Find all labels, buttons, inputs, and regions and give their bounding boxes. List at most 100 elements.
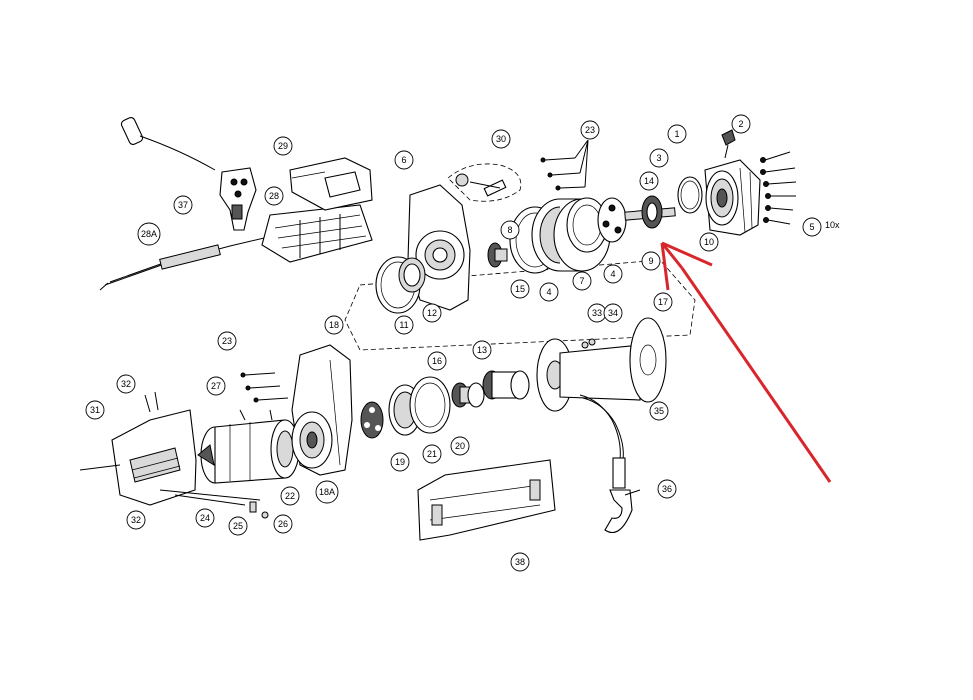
planet-carrier-9 bbox=[597, 197, 627, 243]
callout-number: 1 bbox=[674, 129, 679, 139]
callout-number: 34 bbox=[608, 308, 618, 318]
callout-1: 1 bbox=[667, 124, 687, 144]
callout-number: 28 bbox=[269, 191, 279, 201]
terminal-25 bbox=[249, 501, 257, 513]
planet-carrier-19 bbox=[360, 401, 384, 439]
callout-18: 18 bbox=[324, 315, 344, 335]
callout-7: 7 bbox=[572, 271, 592, 291]
callout-20: 20 bbox=[450, 436, 470, 456]
callout-32: 32 bbox=[116, 374, 136, 394]
callout-number: 9 bbox=[648, 256, 653, 266]
callout-number: 23 bbox=[585, 125, 595, 135]
remote-control-pendant bbox=[120, 117, 257, 231]
callout-3: 3 bbox=[649, 148, 669, 168]
callout-number: 5 bbox=[809, 222, 814, 232]
callout-number: 32 bbox=[121, 379, 131, 389]
callout-number: 36 bbox=[662, 484, 672, 494]
callout-number: 30 bbox=[496, 134, 506, 144]
callout-17: 17 bbox=[653, 292, 673, 312]
callout-number: 17 bbox=[658, 297, 668, 307]
callout-23: 23 bbox=[217, 331, 237, 351]
callout-28a: 28A bbox=[137, 222, 161, 246]
callout-11: 11 bbox=[394, 315, 414, 335]
callout-number: 18 bbox=[329, 320, 339, 330]
motor-end-housing-31 bbox=[79, 409, 261, 506]
callout-4: 4 bbox=[603, 264, 623, 284]
callout-number: 4 bbox=[546, 287, 551, 297]
upper-assembly-outline bbox=[344, 259, 696, 351]
callout-37: 37 bbox=[173, 195, 193, 215]
callout-number: 32 bbox=[131, 515, 141, 525]
callout-number: 3 bbox=[656, 153, 661, 163]
callout-number: 21 bbox=[427, 449, 437, 459]
bolts-23-lower bbox=[239, 372, 289, 421]
callout-number: 19 bbox=[395, 457, 405, 467]
callout-13: 13 bbox=[472, 340, 492, 360]
callout-number: 31 bbox=[90, 405, 100, 415]
callout-number: 15 bbox=[515, 284, 525, 294]
nut-26 bbox=[261, 511, 269, 519]
callout-number: 16 bbox=[432, 356, 442, 366]
callout-number: 12 bbox=[427, 308, 437, 318]
hook-36 bbox=[604, 457, 641, 534]
callout-number: 7 bbox=[579, 276, 584, 286]
gear-housing-18 bbox=[291, 344, 353, 476]
callout-27: 27 bbox=[206, 376, 226, 396]
control-cover-29 bbox=[289, 157, 373, 211]
callout-number: 25 bbox=[233, 521, 243, 531]
callout-15: 15 bbox=[510, 279, 530, 299]
bolts-32 bbox=[144, 391, 159, 413]
callout-5: 5 bbox=[802, 217, 822, 237]
cable-drum-17 bbox=[536, 317, 667, 412]
callout-4: 4 bbox=[539, 282, 559, 302]
solenoid-parts-30 bbox=[447, 163, 522, 202]
callout-number: 24 bbox=[200, 513, 210, 523]
callout-29: 29 bbox=[273, 136, 293, 156]
sun-gear-15 bbox=[487, 242, 508, 268]
callout-19: 19 bbox=[390, 452, 410, 472]
callout-24: 24 bbox=[195, 508, 215, 528]
callout-number: 20 bbox=[455, 441, 465, 451]
callout-number: 35 bbox=[654, 406, 664, 416]
callout-2: 2 bbox=[731, 114, 751, 134]
callout-number: 11 bbox=[399, 320, 408, 330]
callout-36: 36 bbox=[657, 479, 677, 499]
gear-13 bbox=[482, 370, 530, 400]
red-pointer-arrow bbox=[660, 241, 832, 483]
callout-number: 23 bbox=[222, 336, 232, 346]
callout-number: 4 bbox=[610, 269, 615, 279]
callout-number: 29 bbox=[278, 141, 288, 151]
end-cap-1 bbox=[704, 159, 761, 236]
callout-14: 14 bbox=[639, 171, 659, 191]
callout-12: 12 bbox=[422, 303, 442, 323]
callout-26: 26 bbox=[273, 514, 293, 534]
callout-number: 14 bbox=[644, 176, 654, 186]
callout-23: 23 bbox=[580, 120, 600, 140]
callout-10: 10 bbox=[699, 232, 719, 252]
callout-16: 16 bbox=[427, 351, 447, 371]
roller-fairlead-38 bbox=[417, 459, 556, 541]
callout-22: 22 bbox=[280, 486, 300, 506]
callout-33: 33 bbox=[587, 303, 607, 323]
seal-20 bbox=[409, 376, 451, 434]
callout-9: 9 bbox=[641, 251, 661, 271]
callout-number: 13 bbox=[477, 345, 487, 355]
callout-28: 28 bbox=[264, 186, 284, 206]
callout-number: 33 bbox=[592, 308, 602, 318]
callout-25: 25 bbox=[228, 516, 248, 536]
callout-30: 30 bbox=[491, 129, 511, 149]
motor-22 bbox=[197, 419, 300, 484]
callout-31: 31 bbox=[85, 400, 105, 420]
callout-number: 10 bbox=[704, 237, 714, 247]
callout-6: 6 bbox=[394, 150, 414, 170]
callout-35: 35 bbox=[649, 401, 669, 421]
vent-screw-2 bbox=[721, 129, 736, 159]
callout-number: 28A bbox=[141, 229, 157, 239]
gear-16 bbox=[451, 382, 485, 408]
callout-34: 34 bbox=[603, 303, 623, 323]
wire-rope-35 bbox=[579, 394, 624, 461]
quantity-note: 10x bbox=[825, 220, 840, 230]
callout-number: 8 bbox=[507, 225, 512, 235]
o-ring-3 bbox=[677, 176, 703, 214]
